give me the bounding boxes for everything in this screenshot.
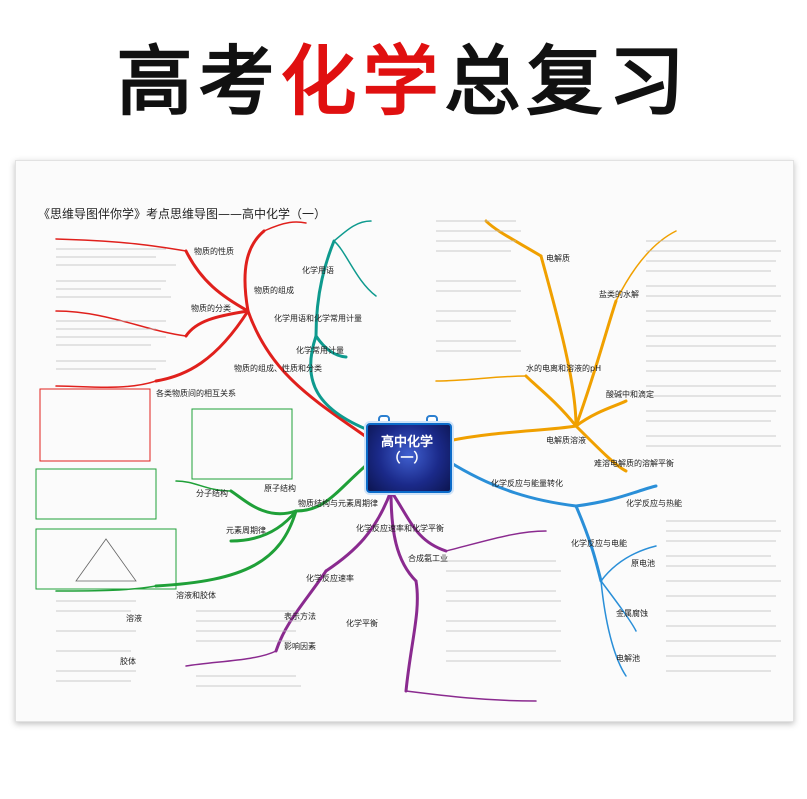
label-rate-sub1: 化学反应速率 [306, 573, 354, 583]
label-structure: 物质结构与元素周期律 [298, 498, 378, 508]
banner: 高考化学总复习 [0, 0, 807, 150]
label-composition-sub2: 物质的分类 [191, 303, 231, 313]
center-node-text: 高中化学 （一） [366, 435, 448, 467]
label-rate-sub3: 合成氨工业 [408, 553, 448, 563]
label-energy-sub5: 金属腐蚀 [616, 608, 648, 618]
label-electrolyte-sub1: 电解质 [546, 253, 570, 263]
label-composition-sub1: 物质的性质 [194, 246, 234, 256]
label-electrolyte-sub5: 难溶电解质的溶解平衡 [594, 458, 674, 468]
label-rate-sub4: 影响因素 [284, 641, 316, 651]
branch-composition [55, 221, 374, 443]
label-rate-sub5: 表示方法 [284, 611, 316, 621]
label-composition-sub3: 物质的组成 [254, 285, 294, 295]
diagram-box-relations [39, 388, 151, 462]
label-energy-sub4: 电解池 [616, 653, 640, 663]
banner-title-part-1: 高考 [116, 37, 281, 126]
mindmap-poster: 《思维导图伴你学》考点思维导图——高中化学（一） [15, 160, 794, 722]
label-structure-sub3: 原子结构 [264, 483, 296, 493]
banner-title: 高考化学总复习 [117, 20, 691, 130]
banner-title-highlight: 化学 [280, 37, 445, 126]
label-chem-terms: 化学用语和化学常用计量 [274, 313, 362, 323]
label-chem-terms-sub2: 化学常用计量 [296, 345, 344, 355]
label-composition: 物质的组成、性质和分类 [234, 363, 322, 373]
diagram-box-triangle [35, 528, 177, 590]
diagram-triangle [75, 538, 137, 582]
branch-energy [446, 459, 658, 677]
label-solution-sub2: 胶体 [120, 656, 136, 666]
label-rate: 化学反应速率和化学平衡 [356, 523, 444, 533]
label-energy-sub3: 原电池 [631, 558, 655, 568]
label-relations: 各类物质间的相互关系 [156, 388, 236, 398]
banner-title-part-2: 总复习 [444, 37, 691, 126]
diagram-box-structure [191, 408, 293, 480]
branch-rate [185, 489, 547, 702]
center-node: 高中化学 （一） [366, 415, 452, 493]
label-structure-sub1: 分子结构 [196, 488, 228, 498]
label-energy: 化学反应与能量转化 [491, 478, 563, 488]
mindmap-svg: 物质的组成、性质和分类 物质的性质 物质的分类 物质的组成 各类物质间的相互关系… [35, 219, 781, 702]
label-electrolyte: 电解质溶液 [546, 435, 586, 445]
center-subtitle: （一） [387, 451, 427, 466]
label-electrolyte-sub2: 水的电离和溶液的pH [526, 363, 601, 373]
center-node-card [366, 423, 452, 493]
poster-subtitle: 《思维导图伴你学》考点思维导图——高中化学（一） [38, 207, 327, 221]
label-energy-sub2: 化学反应与电能 [571, 538, 627, 548]
content-lines [56, 220, 781, 687]
label-solution-sub1: 溶液 [126, 613, 142, 623]
diagram-box-periodic [35, 468, 157, 520]
center-title: 高中化学 [380, 435, 433, 450]
label-rate-sub2: 化学平衡 [346, 618, 378, 628]
label-electrolyte-sub4: 酸碱中和滴定 [606, 389, 654, 399]
label-chem-terms-sub1: 化学用语 [302, 265, 334, 275]
branch-chem-terms [309, 220, 378, 435]
branch-electrolyte [435, 219, 677, 473]
label-energy-sub1: 化学反应与热能 [626, 498, 682, 508]
branch-structure [55, 459, 373, 592]
label-solution: 溶液和胶体 [176, 590, 216, 600]
label-electrolyte-sub3: 盐类的水解 [599, 289, 639, 299]
label-structure-sub2: 元素周期律 [226, 525, 266, 535]
